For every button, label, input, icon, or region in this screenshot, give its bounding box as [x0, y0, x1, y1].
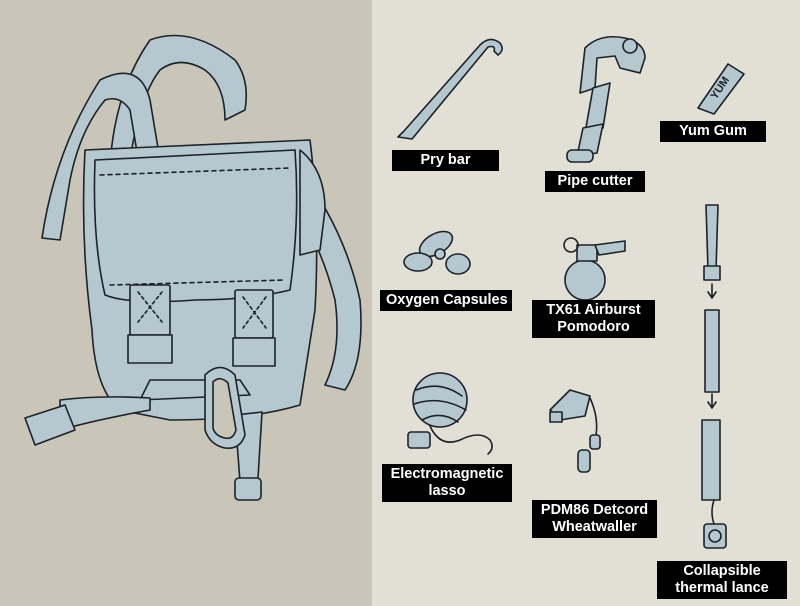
- thermal-lance-icon: [701, 204, 727, 549]
- lasso-icon: [407, 372, 493, 455]
- backpack-icon: [24, 34, 362, 501]
- pry-bar-icon: [397, 38, 503, 140]
- detcord-label: PDM86 Detcord Wheatwaller: [532, 500, 657, 538]
- lasso-label: Electromagnetic lasso: [382, 464, 512, 502]
- detcord-icon: [549, 389, 601, 473]
- grenade-icon: [563, 237, 626, 301]
- gum-pack-icon: YUM: [697, 63, 745, 115]
- pipe-cutter-icon: [566, 35, 646, 163]
- yum-gum-label: Yum Gum: [660, 121, 766, 142]
- airburst-label: TX61 Airburst Pomodoro: [532, 300, 655, 338]
- pry-bar-label: Pry bar: [392, 150, 499, 171]
- lance-label: Collapsible thermal lance: [657, 561, 787, 599]
- pipe-cutter-label: Pipe cutter: [545, 171, 645, 192]
- oxygen-capsules-label: Oxygen Capsules: [380, 290, 512, 311]
- oxygen-capsules-icon: [403, 230, 471, 275]
